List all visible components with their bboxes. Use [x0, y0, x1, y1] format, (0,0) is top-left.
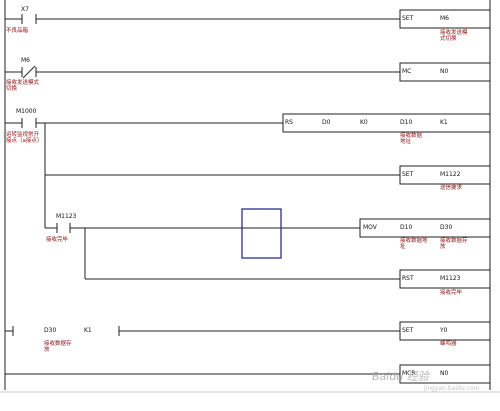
contact-operand-m6: M6 [21, 57, 30, 64]
compare-comment: 接收数据存放 [44, 341, 72, 353]
coil-instr-set-y0: SET [402, 327, 414, 334]
coil-operand-m1123: M1123 [440, 275, 461, 282]
baidu-watermark-site: jingyan.baidu.com [424, 385, 480, 392]
rs-arg-2: K0 [360, 119, 368, 126]
coil-instr-mc: MC [402, 68, 412, 75]
rs-arg-4: K1 [440, 119, 448, 126]
contact-operand-x7: X7 [21, 6, 29, 13]
mov-instruction-box [359, 218, 491, 238]
coil-set-m1122-box [399, 165, 491, 185]
mov-comment-src: 接收数据地址 [400, 238, 428, 250]
mov-arg-src: D10 [400, 224, 413, 231]
coil-operand-m1122: M1122 [440, 171, 461, 178]
rs-instr: RS [285, 119, 293, 126]
coil-instr-mcr: MCR [402, 370, 416, 377]
baidu-watermark-logo: Baidu 经验 [372, 370, 429, 383]
coil-comment-y0: 蜂鸣器 [440, 341, 457, 347]
coil-mc-n0-box [399, 62, 491, 82]
coil-operand-y0: Y0 [440, 327, 448, 334]
mov-comment-dst: 接收数据存放 [440, 238, 468, 250]
contact-comment-x7: 不良品箱 [6, 28, 29, 34]
compare-operand-d30: D30 [44, 327, 57, 334]
contact-operand-m1000: M1000 [16, 108, 37, 115]
coil-operand-m6: M6 [440, 15, 449, 22]
highlight-box [241, 208, 282, 259]
contact-comment-m1000: 运转监视常开接点（a接点） [6, 132, 43, 144]
coil-rst-m1123-box [399, 269, 491, 289]
coil-comment-m1122: 送信要求 [440, 185, 463, 191]
coil-comment-rst: 接收完毕 [440, 290, 463, 296]
contact-operand-m1123: M1123 [56, 213, 77, 220]
coil-instr-set-m6: SET [402, 15, 414, 22]
rs-comment: 接收数据地址 [400, 133, 423, 145]
coil-comment-m6: 接收发送模式切换 [440, 30, 468, 42]
coil-set-y0-box [399, 321, 491, 341]
rs-arg-1: D0 [322, 119, 331, 126]
coil-operand-n0: N0 [440, 68, 449, 75]
coil-set-m6-box [399, 9, 491, 29]
coil-instr-set-m1122: SET [402, 171, 414, 178]
compare-operand-k1: K1 [84, 327, 92, 334]
contact-comment-m1123: 接收完毕 [46, 237, 69, 243]
mov-arg-dst: D30 [440, 224, 453, 231]
coil-mcr-n0-box [399, 364, 491, 384]
coil-operand-mcr-n0: N0 [440, 370, 449, 377]
coil-instr-rst: RST [402, 275, 414, 282]
mov-instr: MOV [363, 224, 377, 231]
rs-arg-3: D10 [400, 119, 413, 126]
contact-comment-m6: 接收发送模式切换 [6, 80, 40, 92]
rs-instruction-box [282, 113, 491, 133]
